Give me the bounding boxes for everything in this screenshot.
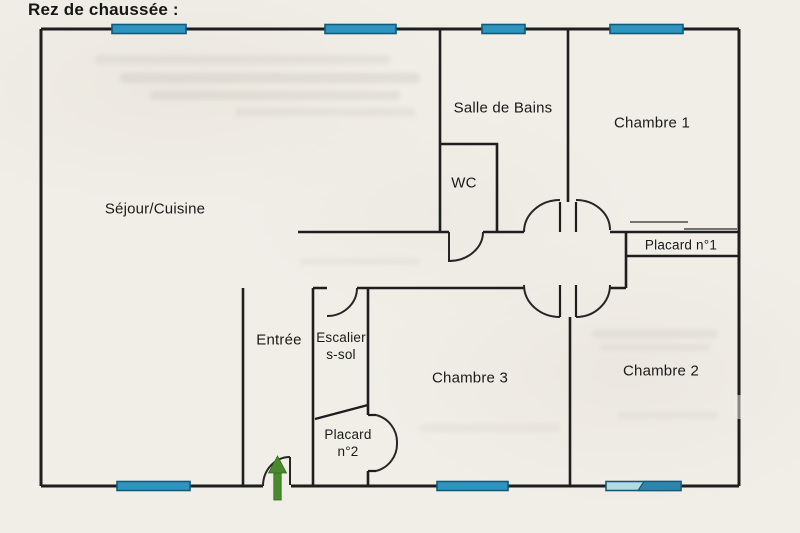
- escalier-door-arc: [326, 287, 358, 317]
- placard2-door-stubs: [368, 413, 376, 473]
- room-label-entree: Entrée: [256, 331, 302, 349]
- window-bottom-3-dark: [636, 480, 682, 492]
- wall-placard1: [624, 232, 739, 288]
- wall-wc-box: [440, 142, 499, 232]
- room-label-sejour-cuisine: Séjour/Cuisine: [104, 200, 206, 218]
- escalier-line1: Escalier: [316, 330, 366, 345]
- window-top-1: [111, 23, 187, 35]
- scan-smudge: [95, 55, 390, 64]
- wc-door-arc: [448, 231, 484, 263]
- scan-fade: [735, 395, 744, 419]
- scan-smudge: [420, 424, 560, 432]
- windows: [111, 23, 684, 492]
- scan-smudge: [618, 412, 718, 419]
- placard2-line1: Placard: [324, 427, 372, 442]
- room-label-placard-2: Placard n°2: [324, 426, 371, 460]
- window-bottom-1: [116, 480, 191, 492]
- exterior-walls: [39, 27, 744, 488]
- room-label-chambre-3: Chambre 3: [431, 369, 509, 387]
- scan-smudge: [150, 91, 400, 100]
- placard2-double-door-arcs: [375, 414, 399, 472]
- room-label-salle-de-bains: Salle de Bains: [453, 99, 553, 117]
- stair-break-line: [314, 403, 369, 421]
- scan-smudge: [120, 73, 420, 83]
- room-label-wc: WC: [451, 174, 477, 192]
- chambre3-door-arc: [523, 284, 561, 318]
- window-top-2: [324, 23, 397, 35]
- entrance-door-arc: [262, 456, 291, 487]
- door-jamb-stubs: [558, 202, 578, 317]
- entrance-arrow-icon: [267, 455, 288, 501]
- scan-smudge: [235, 108, 415, 116]
- salle-de-bains-door-arc: [523, 199, 561, 233]
- room-label-chambre-1: Chambre 1: [613, 114, 691, 132]
- interior-walls: [241, 29, 739, 486]
- placard2-line2: n°2: [337, 444, 359, 459]
- window-top-3: [481, 23, 526, 35]
- chambre1-door-arc: [575, 199, 611, 231]
- chambre2-door-arc: [575, 284, 611, 318]
- scan-smudge: [600, 344, 710, 351]
- room-label-chambre-2: Chambre 2: [622, 362, 700, 380]
- window-bottom-2: [436, 480, 509, 492]
- room-label-escalier-s-sol: Escalier s-sol: [316, 329, 366, 363]
- placard1-sliding-door-marks: [630, 221, 737, 230]
- scan-smudge: [300, 258, 420, 265]
- room-label-placard-1: Placard n°1: [644, 237, 718, 253]
- window-top-4: [609, 23, 684, 35]
- scan-smudge: [592, 330, 717, 338]
- doors: [262, 199, 611, 487]
- page-title: Rez de chaussée :: [28, 0, 179, 19]
- escalier-line2: s-sol: [326, 347, 356, 362]
